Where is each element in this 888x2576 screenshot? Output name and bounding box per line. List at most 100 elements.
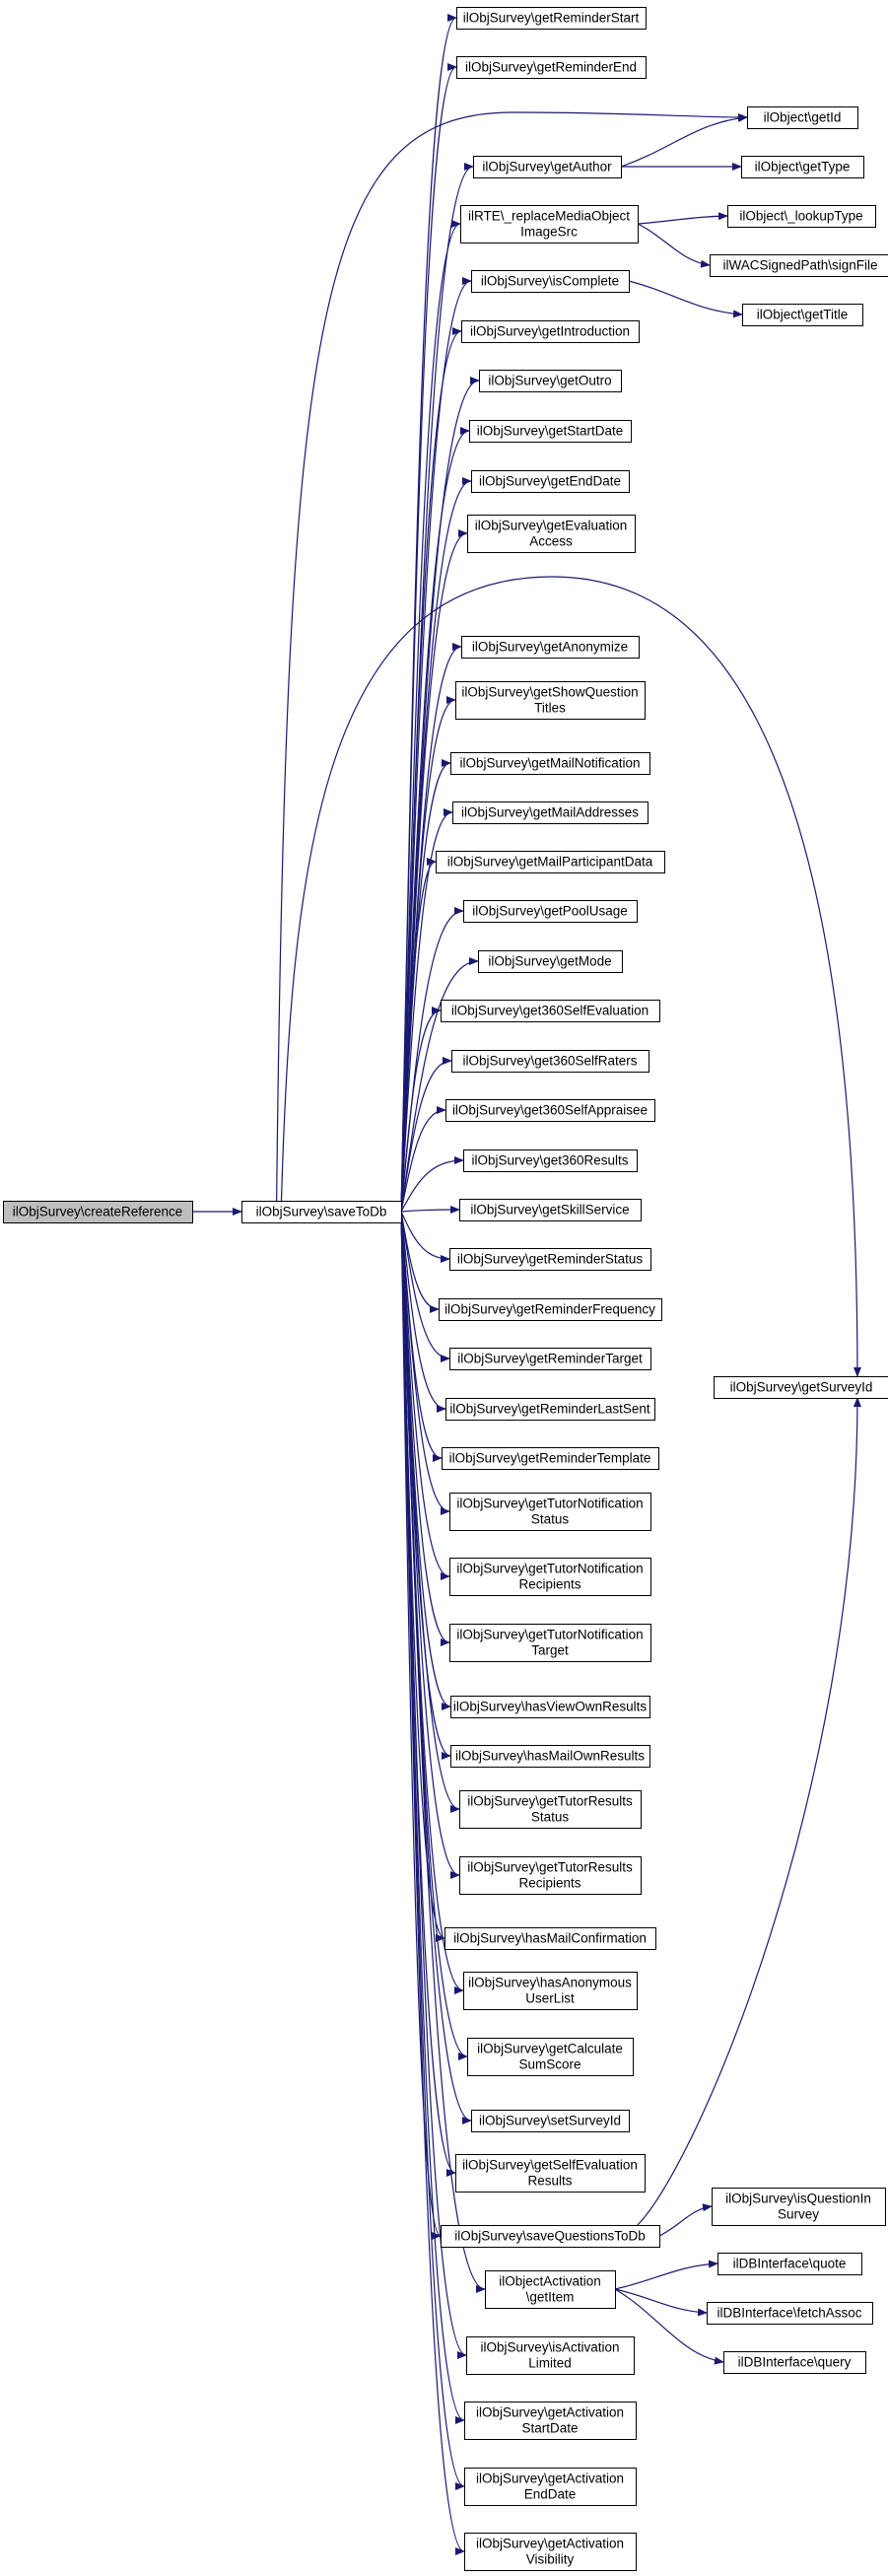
node-box — [456, 7, 647, 30]
node-getMailNotification[interactable]: ilObjSurvey\getMailNotification — [450, 752, 650, 775]
node-box — [707, 2302, 873, 2325]
node-label: ilObjSurvey\hasAnonymous — [468, 1976, 632, 1990]
node-setSurveyId[interactable]: ilObjSurvey\setSurveyId — [471, 2110, 630, 2132]
node-box — [714, 1376, 888, 1399]
edge-saveToDb-to-get360SelfRaters — [400, 1057, 452, 1213]
node-label: ilObjSurvey\getIntroduction — [470, 324, 630, 339]
node-label: Status — [531, 1512, 570, 1527]
node-get360Results[interactable]: ilObjSurvey\get360Results — [463, 1149, 638, 1172]
node-label: ilObjSurvey\getEndDate — [479, 474, 621, 489]
node-box — [456, 56, 647, 79]
node-getReminderStatus[interactable]: ilObjSurvey\getReminderStatus — [449, 1248, 651, 1271]
edge-saveToDb-to-getTutorNotificationStatus — [400, 1211, 450, 1515]
node-label: ilWACSignedPath\signFile — [722, 258, 877, 273]
node-label: Titles — [534, 701, 566, 716]
node-createReference[interactable]: ilObjSurvey\createReference — [3, 1201, 193, 1223]
node-fetchAssoc[interactable]: ilDBInterface\fetchAssoc — [707, 2302, 873, 2325]
node-label: ilObjSurvey\getOutro — [488, 374, 611, 388]
node-box — [478, 950, 623, 973]
node-getReminderLastSent[interactable]: ilObjSurvey\getReminderLastSent — [445, 1398, 655, 1421]
node-box — [742, 304, 863, 326]
node-label: EndDate — [524, 2487, 577, 2502]
node-label: ilObjSurvey\getCalculate — [477, 2042, 623, 2056]
node-get360SelfEvaluation[interactable]: ilObjSurvey\get360SelfEvaluation — [441, 1000, 660, 1022]
node-label: ilObjSurvey\getMode — [488, 954, 611, 969]
node-getReminderStart[interactable]: ilObjSurvey\getReminderStart — [456, 7, 647, 30]
edge-isComplete-to-getTitle — [628, 280, 743, 318]
node-query[interactable]: ilDBInterface\query — [723, 2351, 866, 2374]
node-box — [452, 801, 649, 824]
node-lookupType[interactable]: ilObject\_lookupType — [727, 205, 876, 228]
node-getReminderTarget[interactable]: ilObjSurvey\getReminderTarget — [449, 1348, 651, 1370]
node-getAuthor[interactable]: ilObjSurvey\getAuthor — [473, 156, 622, 178]
node-label: ilObject\getTitle — [757, 308, 849, 322]
edge-saveToDb-to-getTutorNotificationRecipients — [400, 1211, 450, 1580]
node-label: Target — [531, 1643, 569, 1658]
node-label: ilObjSurvey\getEvaluation — [475, 519, 628, 533]
node-box — [471, 270, 630, 293]
node-label: Survey — [778, 2207, 819, 2222]
edge-saveToDb-to-getIntroduction — [400, 327, 462, 1213]
node-label: ilObject\getId — [764, 110, 842, 125]
edge-saveToDb-to-getReminderTarget — [400, 1211, 450, 1362]
node-box — [459, 1199, 642, 1221]
node-getTutorNotificationRecipients[interactable]: ilObjSurvey\getTutorNotificationRecipien… — [449, 1558, 651, 1596]
node-box — [479, 370, 622, 392]
node-label: ilObjSurvey\get360SelfEvaluation — [451, 1004, 649, 1018]
node-signFile[interactable]: ilWACSignedPath\signFile — [710, 254, 888, 277]
node-get360SelfRaters[interactable]: ilObjSurvey\get360SelfRaters — [451, 1050, 649, 1073]
node-quote[interactable]: ilDBInterface\quote — [717, 2253, 862, 2275]
node-getStartDate[interactable]: ilObjSurvey\getStartDate — [469, 420, 632, 443]
node-getSkillService[interactable]: ilObjSurvey\getSkillService — [459, 1199, 642, 1221]
node-label: ilObjSurvey\getTutorResults — [467, 1860, 633, 1875]
node-label: ilObjSurvey\getAuthor — [482, 160, 612, 174]
node-getReminderTemplate[interactable]: ilObjSurvey\getReminderTemplate — [442, 1447, 659, 1470]
node-label: Limited — [528, 2356, 572, 2371]
edge-saveQuestionsToDb-to-isQuestionInSurvey — [658, 2203, 713, 2237]
node-getReminderFrequency[interactable]: ilObjSurvey\getReminderFrequency — [439, 1298, 662, 1321]
node-label: ilObjSurvey\saveQuestionsToDb — [454, 2229, 646, 2244]
node-getTitle[interactable]: ilObject\getTitle — [742, 304, 863, 326]
node-getMode[interactable]: ilObjSurvey\getMode — [478, 950, 623, 973]
node-label: ilObjSurvey\getSkillService — [470, 1203, 629, 1218]
node-get360SelfAppraisee[interactable]: ilObjSurvey\get360SelfAppraisee — [445, 1099, 655, 1122]
node-box — [466, 2336, 635, 2375]
node-getOutro[interactable]: ilObjSurvey\getOutro — [479, 370, 622, 392]
node-getType[interactable]: ilObject\getType — [741, 156, 864, 178]
node-getPoolUsage[interactable]: ilObjSurvey\getPoolUsage — [463, 900, 638, 923]
node-isComplete[interactable]: ilObjSurvey\isComplete — [471, 270, 630, 293]
node-getAnonymize[interactable]: ilObjSurvey\getAnonymize — [461, 636, 640, 659]
node-getIntroduction[interactable]: ilObjSurvey\getIntroduction — [461, 320, 640, 343]
node-getMailAddresses[interactable]: ilObjSurvey\getMailAddresses — [452, 801, 649, 824]
node-getMailParticipantData[interactable]: ilObjSurvey\getMailParticipantData — [436, 851, 665, 873]
node-getEndDate[interactable]: ilObjSurvey\getEndDate — [471, 470, 630, 493]
node-box — [469, 420, 632, 443]
node-getReminderEnd[interactable]: ilObjSurvey\getReminderEnd — [456, 56, 647, 79]
node-label: ilObjSurvey\getReminderStart — [463, 11, 640, 26]
node-saveQuestionsToDb[interactable]: ilObjSurvey\saveQuestionsToDb — [441, 2225, 660, 2248]
node-box — [451, 1050, 649, 1073]
node-saveToDb[interactable]: ilObjSurvey\saveToDb — [241, 1201, 402, 1223]
node-getItem[interactable]: ilObjectActivation\getItem — [485, 2270, 616, 2309]
node-box — [460, 205, 639, 244]
node-getId[interactable]: ilObject\getId — [747, 106, 858, 129]
node-getSurveyId[interactable]: ilObjSurvey\getSurveyId — [714, 1376, 888, 1399]
node-hasMailConfirmation[interactable]: ilObjSurvey\hasMailConfirmation — [444, 1927, 656, 1950]
node-hasMailOwnResults[interactable]: ilObjSurvey\hasMailOwnResults — [450, 1745, 650, 1768]
node-hasViewOwnResults[interactable]: ilObjSurvey\hasViewOwnResults — [450, 1696, 650, 1718]
